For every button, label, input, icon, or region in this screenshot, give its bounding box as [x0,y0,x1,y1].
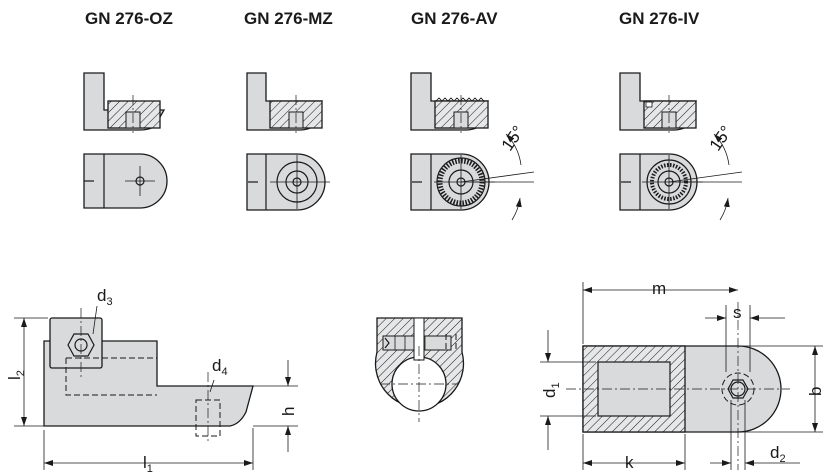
iv-top-view: 15° [619,122,743,221]
variant-title-mz: GN 276-MZ [244,9,333,28]
dim-d4: d4 [212,356,228,378]
dim-l1: l1 [143,453,153,472]
dim-d2: d2 [770,443,786,465]
side-view-dimensioned: d3 d4 l2 l1 h [5,286,298,472]
mz-top-view [246,153,330,211]
av-angle-label: 15° [498,122,528,154]
variant-title-iv: GN 276-IV [619,9,700,28]
dim-s: s [733,303,742,322]
dim-k: k [625,453,634,472]
oz-side-section [83,72,166,133]
dim-h: h [279,407,298,416]
av-side-section [410,72,489,133]
oz-top-view [83,153,168,209]
iv-side-section [619,72,697,133]
iv-angle-label: 15° [706,122,736,154]
dim-b: b [806,387,823,396]
dim-d3: d3 [97,286,113,308]
av-top-view: 15° [410,122,535,221]
variant-title-oz: GN 276-OZ [85,9,173,28]
dim-m: m [652,279,666,298]
mz-side-section [246,72,323,133]
front-section [374,317,465,422]
variant-title-av: GN 276-AV [411,9,498,28]
dim-d1: d1 [540,382,562,398]
dim-l2: l2 [5,370,27,380]
top-section-dimensioned: m s d1 b k d2 [540,279,823,472]
